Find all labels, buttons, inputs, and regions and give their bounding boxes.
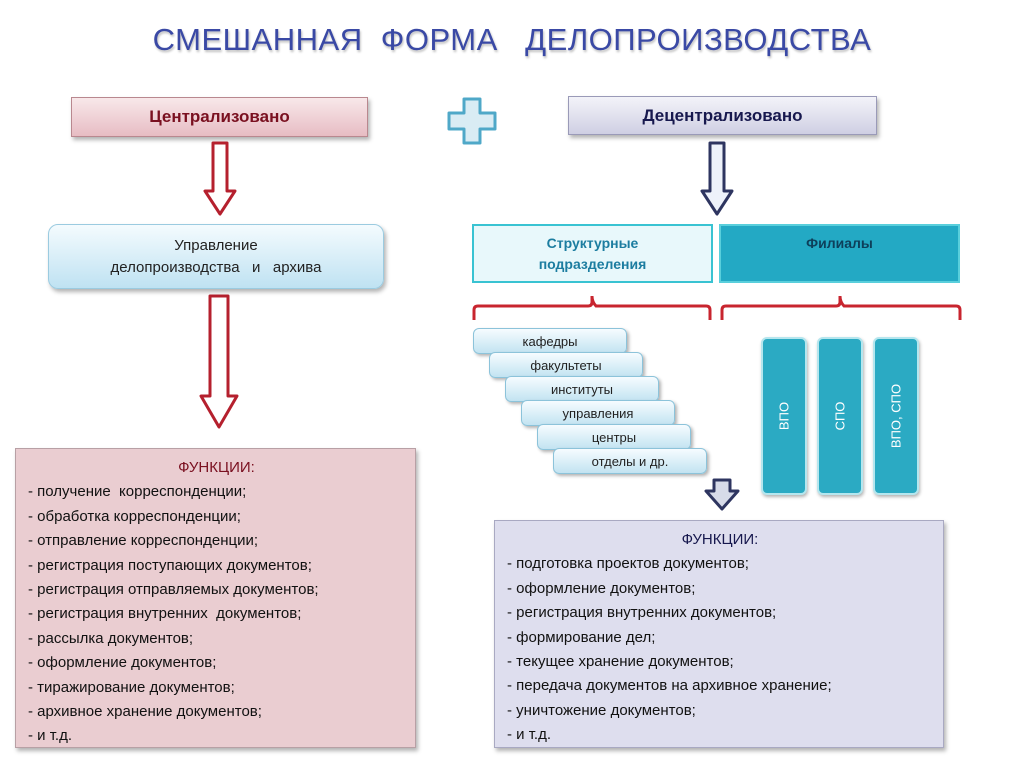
function-item: - и т.д. bbox=[507, 726, 552, 744]
unit-item: факультеты bbox=[489, 352, 643, 378]
function-item: - и т.д. bbox=[28, 727, 73, 745]
structural-units-line-1: Структурные bbox=[546, 234, 639, 251]
function-item: - тиражирование документов; bbox=[28, 678, 235, 696]
function-item: - рассылка документов; bbox=[28, 629, 194, 647]
branch-column: ВПО bbox=[761, 337, 807, 495]
arrow-down-icon bbox=[700, 141, 734, 216]
branch-column-label: СПО bbox=[832, 401, 848, 431]
function-item: - регистрация отправляемых документов; bbox=[28, 581, 319, 599]
records-archive-management-box: Управление делопроизводства и архива bbox=[48, 224, 384, 289]
decentralized-functions-box: ФУНКЦИИ: - подготовка проектов документо… bbox=[494, 520, 944, 748]
function-item: - отправление корреспонденции; bbox=[28, 532, 258, 550]
structural-units-line-2: подразделения bbox=[538, 255, 647, 272]
function-item: - оформление документов; bbox=[28, 654, 217, 672]
function-item: - текущее хранение документов; bbox=[507, 653, 734, 671]
branches-box: Филиалы bbox=[719, 224, 960, 283]
centralized-functions-box: ФУНКЦИИ: - получение корреспонденции; - … bbox=[15, 448, 416, 748]
function-item: - уничтожение документов; bbox=[507, 701, 696, 719]
function-item: - архивное хранение документов; bbox=[28, 703, 262, 721]
management-line-2: делопроизводства и архива bbox=[110, 258, 322, 276]
unit-item: центры bbox=[537, 424, 691, 450]
functions-title: ФУНКЦИИ: bbox=[681, 531, 759, 548]
function-item: - регистрация поступающих документов; bbox=[28, 556, 312, 574]
function-item: - формирование дел; bbox=[507, 628, 656, 646]
function-item: - регистрация внутренних документов; bbox=[507, 604, 777, 622]
branch-column: ВПО, СПО bbox=[873, 337, 919, 495]
functions-title: ФУНКЦИИ: bbox=[178, 459, 255, 476]
centralized-header: Централизовано bbox=[71, 97, 368, 137]
plus-icon bbox=[447, 97, 497, 145]
unit-item: институты bbox=[505, 376, 659, 402]
arrow-down-icon bbox=[704, 478, 740, 511]
branch-column: СПО bbox=[817, 337, 863, 495]
bracket-icon bbox=[472, 295, 962, 320]
management-line-1: Управление bbox=[174, 236, 258, 254]
arrow-down-icon bbox=[199, 294, 239, 429]
function-item: - регистрация внутренних документов; bbox=[28, 605, 302, 623]
arrow-down-icon bbox=[203, 141, 237, 216]
function-item: - подготовка проектов документов; bbox=[507, 555, 749, 573]
unit-item: кафедры bbox=[473, 328, 627, 354]
function-item: - передача документов на архивное хранен… bbox=[507, 677, 832, 695]
function-item: - обработка корреспонденции; bbox=[28, 507, 241, 525]
structural-units-box: Структурные подразделения bbox=[472, 224, 713, 283]
page-title: СМЕШАННАЯ ФОРМА ДЕЛОПРОИЗВОДСТВА bbox=[152, 22, 872, 57]
function-item: - оформление документов; bbox=[507, 579, 696, 597]
branch-column-label: ВПО, СПО bbox=[888, 383, 904, 449]
branch-column-label: ВПО bbox=[776, 401, 792, 431]
function-item: - получение корреспонденции; bbox=[28, 483, 247, 501]
unit-item: управления bbox=[521, 400, 675, 426]
unit-item: отделы и др. bbox=[553, 448, 707, 474]
decentralized-header: Децентрализовано bbox=[568, 96, 877, 135]
